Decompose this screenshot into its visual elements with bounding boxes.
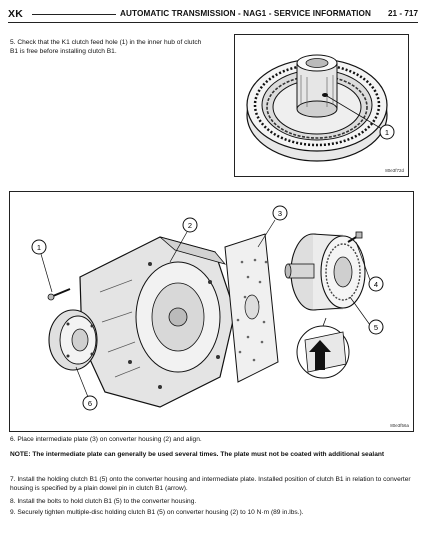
step-8-text: 8. Install the bolts to hold clutch B1 (… (10, 498, 197, 505)
figure2-callout-5: 5 (374, 323, 378, 332)
figure1-code: 80e3f72d (385, 168, 404, 173)
step-6-text: 6. Place intermediate plate (3) on conve… (10, 436, 202, 443)
figure2-callout-4: 4 (374, 280, 378, 289)
note-text: NOTE: The intermediate plate can general… (10, 451, 385, 458)
clutch-hub-illustration: 1 (246, 54, 395, 162)
header-page-number: 21 - 717 (387, 9, 418, 18)
header-vehicle-code: XK (8, 8, 23, 20)
figure-clutch-hub: 1 80e3f72d (234, 34, 409, 177)
figure2-callout-1: 1 (37, 243, 41, 252)
page-header: XK AUTOMATIC TRANSMISSION - NAG1 - SERVI… (8, 8, 418, 23)
step-5-text: 5. Check that the K1 clutch feed hole (1… (10, 39, 202, 55)
header-rule (32, 14, 116, 15)
figure2-code: 80e3f56a (390, 423, 409, 428)
figure1-callout-1: 1 (385, 128, 389, 137)
exploded-view-illustration: 1 2 3 4 5 6 (31, 205, 384, 411)
figure2-callout-2: 2 (188, 221, 192, 230)
step-9-text: 9. Securely tighten multiple-disc holdin… (10, 509, 304, 516)
step-7-text: 7. Install the holding clutch B1 (5) ont… (10, 476, 411, 492)
figure-exploded-view: 1 2 3 4 5 6 80e3f56a (9, 191, 414, 432)
figure2-callout-6: 6 (88, 399, 92, 408)
header-title: AUTOMATIC TRANSMISSION - NAG1 - SERVICE … (120, 9, 372, 18)
figure2-callout-3: 3 (278, 209, 282, 218)
